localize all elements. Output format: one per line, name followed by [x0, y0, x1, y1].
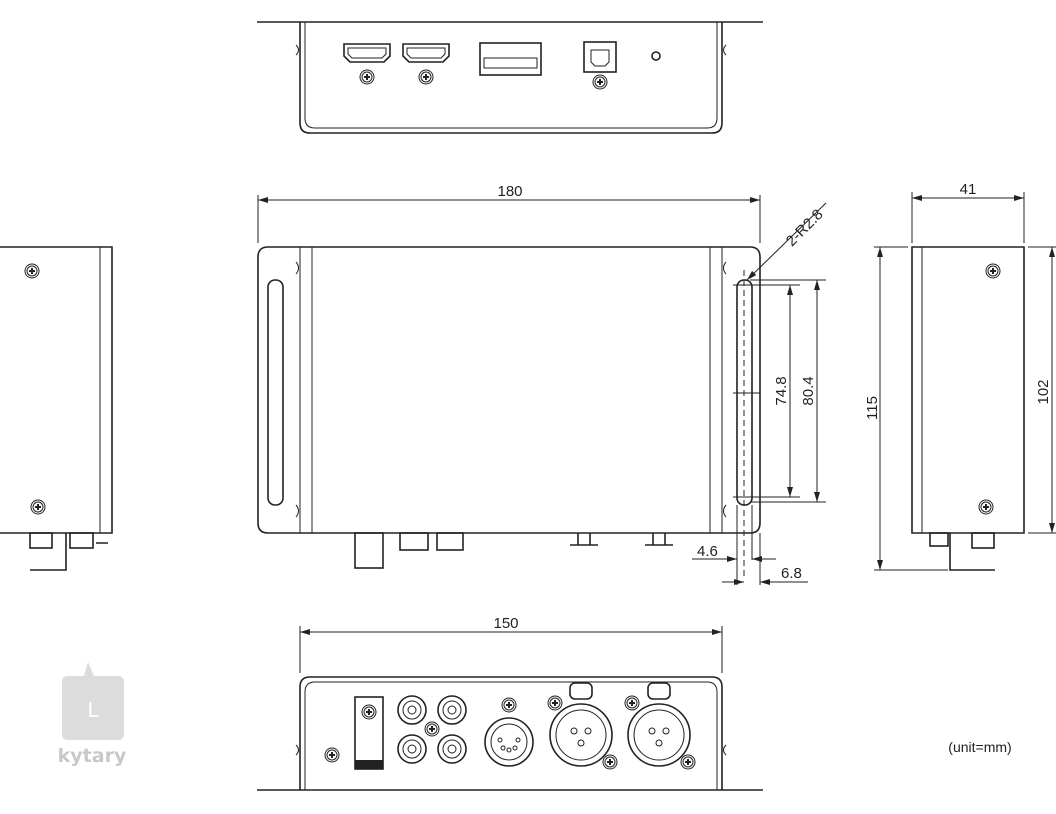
rear-panel-view	[257, 21, 763, 134]
dim-4-6: 4.6	[697, 543, 718, 560]
led-indicator	[651, 51, 661, 61]
mounting-slot	[267, 279, 284, 506]
unit-note: (unit=mm)	[948, 739, 1011, 755]
dim-150: 150	[493, 615, 518, 632]
screw-icon	[30, 499, 46, 515]
left-side-view	[0, 246, 113, 571]
hdmi-port	[343, 43, 391, 63]
dim-6-8: 6.8	[781, 565, 802, 582]
xlr-port	[624, 682, 696, 770]
screw-icon	[985, 263, 1001, 279]
screw-icon	[418, 69, 434, 85]
screw-icon	[978, 499, 994, 515]
right-side-view: 41 115 102	[864, 181, 1056, 571]
screw-icon	[592, 74, 608, 90]
dim-radius: 2-R2.8	[783, 206, 827, 250]
dim-74-8: 74.8	[773, 376, 790, 405]
dip-switch	[479, 42, 542, 76]
dim-102: 102	[1035, 379, 1052, 404]
kytary-logo: L kytary	[58, 662, 127, 767]
hdmi-port	[402, 43, 450, 63]
usb-b-port	[583, 41, 617, 73]
midi-din-port	[484, 697, 534, 767]
svg-text:L: L	[87, 698, 99, 722]
watermark-text: kytary	[58, 745, 127, 767]
dim-80-4: 80.4	[800, 376, 817, 405]
top-view: 180 2-R2.8 74.8 80.4 4.6 6.8	[257, 183, 827, 585]
dim-180: 180	[497, 183, 522, 200]
xlr-port	[547, 682, 618, 770]
power-jack	[354, 696, 384, 770]
screw-icon	[24, 263, 40, 279]
screw-icon	[324, 747, 340, 763]
rca-jacks	[397, 695, 467, 764]
screw-icon	[359, 69, 375, 85]
dim-115: 115	[864, 396, 881, 420]
front-panel-view: 150	[257, 615, 763, 791]
dim-41: 41	[960, 181, 977, 198]
